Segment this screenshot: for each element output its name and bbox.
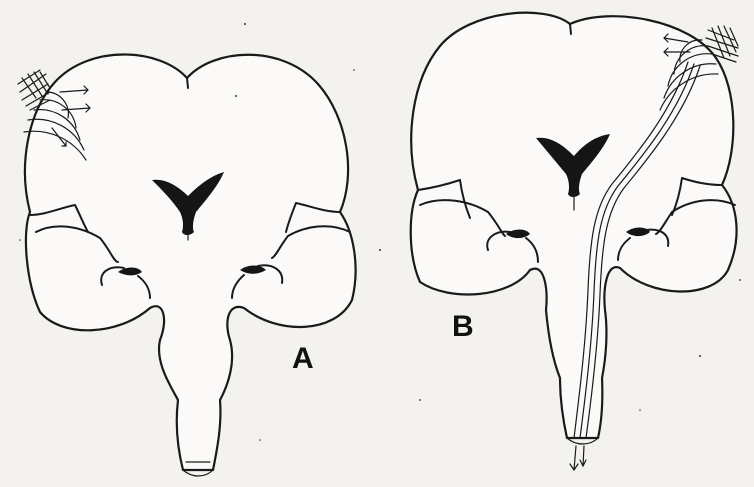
panel-b-longitudinal-fissure: [570, 24, 571, 34]
panel-b-label: B: [452, 310, 474, 344]
panel-a-longitudinal-fissure: [187, 78, 188, 88]
panel-b-brain-outline: [411, 13, 737, 438]
panel-a-label: A: [292, 342, 314, 376]
panel-b-brain: [411, 13, 738, 470]
panel-a-brain: [18, 55, 356, 477]
panel-a-brain-outline: [25, 55, 356, 471]
panel-b-exit-arrows: [570, 446, 586, 470]
